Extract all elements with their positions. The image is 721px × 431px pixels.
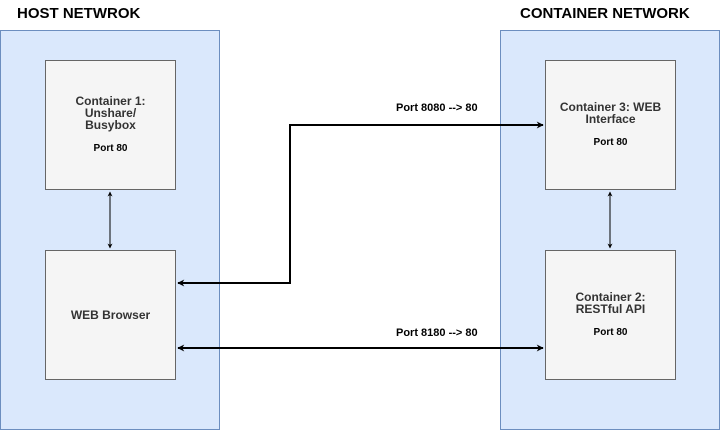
host-network-title: HOST NETWROK bbox=[17, 5, 141, 22]
container-2-node[interactable]: Container 2: RESTful API Port 80 bbox=[545, 250, 676, 380]
browser-web-interface-connector[interactable] bbox=[177, 121, 544, 287]
container-2-port: Port 80 bbox=[593, 327, 628, 338]
port-8080-label: Port 8080 --> 80 bbox=[396, 101, 478, 115]
container-2-label: Container 2: RESTful API bbox=[575, 290, 646, 316]
container-3-label: Container 3: WEB Interface bbox=[559, 100, 662, 126]
port-8180-label: Port 8180 --> 80 bbox=[396, 326, 478, 340]
container-1-port: Port 80 bbox=[93, 143, 128, 154]
container-1-node[interactable]: Container 1: Unshare/ Busybox Port 80 bbox=[45, 60, 176, 190]
container-network-title: CONTAINER NETWORK bbox=[520, 5, 690, 22]
container-3-port: Port 80 bbox=[593, 137, 628, 148]
web-browser-label: WEB Browser bbox=[70, 308, 151, 322]
container-3-node[interactable]: Container 3: WEB Interface Port 80 bbox=[545, 60, 676, 190]
web-browser-node[interactable]: WEB Browser bbox=[45, 250, 176, 380]
container-1-label: Container 1: Unshare/ Busybox bbox=[75, 94, 146, 132]
